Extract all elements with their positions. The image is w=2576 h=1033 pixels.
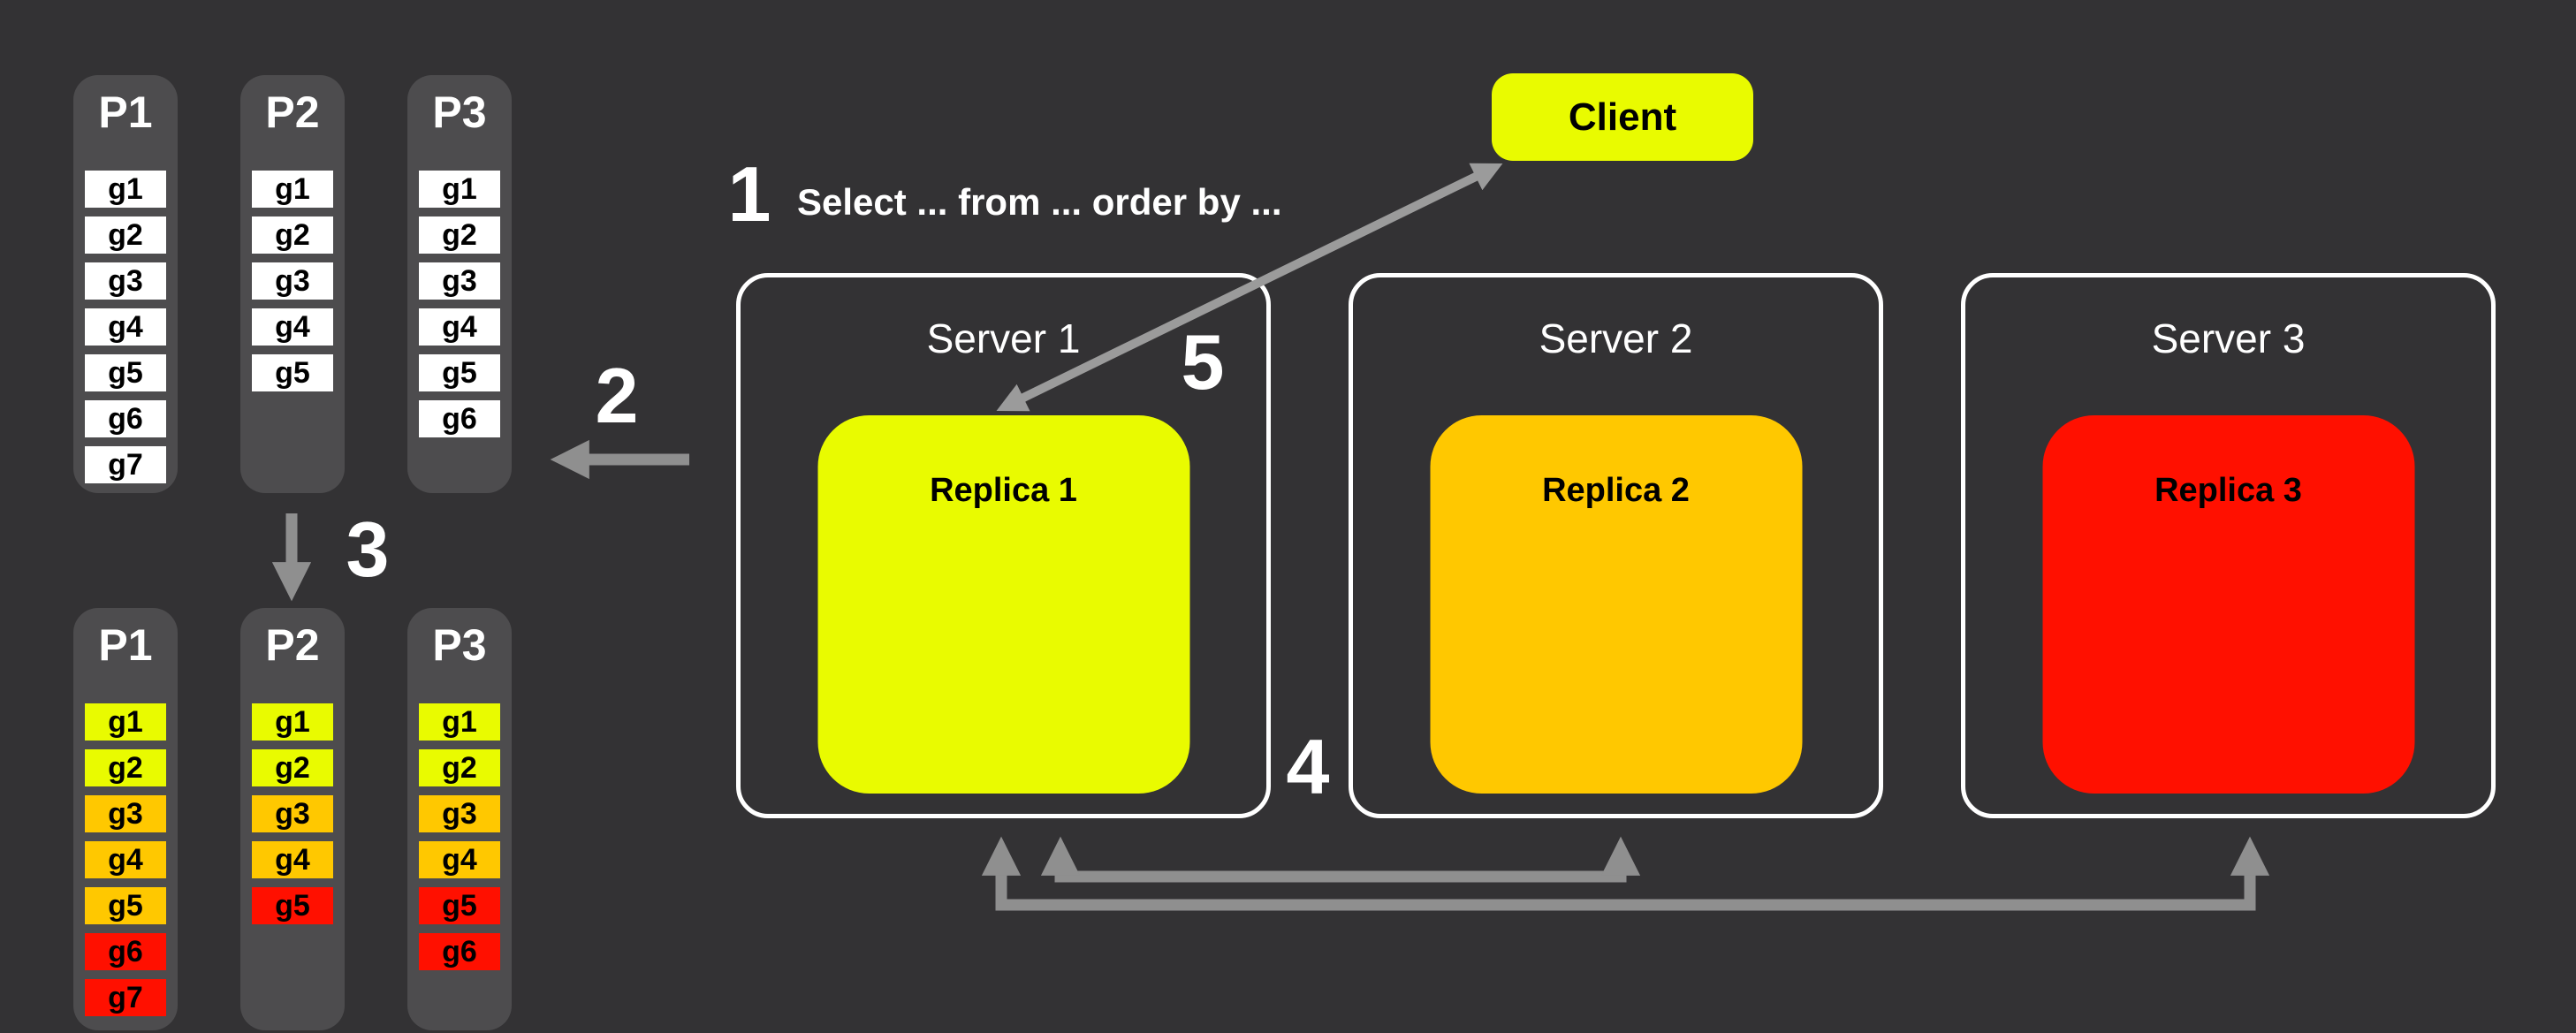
partition-cell: g1: [419, 703, 500, 741]
partition-cells: g1 g2 g3 g4 g5 g6: [419, 171, 500, 437]
partition-cell: g6: [85, 933, 166, 970]
replica-box: Replica 1: [817, 415, 1189, 794]
step-2-label: 2: [595, 352, 639, 439]
partition-label: P1: [98, 620, 153, 670]
partition-cell: g2: [85, 749, 166, 786]
partition-cell: g3: [419, 795, 500, 832]
replica-label: Replica 1: [930, 472, 1077, 509]
step-3-label: 3: [346, 505, 390, 593]
partition-cell: g5: [85, 354, 166, 391]
partition-cell: g4: [419, 308, 500, 346]
partition-cells: g1 g2 g3 g4 g5 g6 g7: [85, 703, 166, 1016]
partition-label: P2: [265, 620, 320, 670]
partition-cell: g3: [252, 795, 333, 832]
server-box: Server 2 Replica 2: [1349, 273, 1883, 818]
partition-cell: g4: [252, 841, 333, 878]
replica-label: Replica 2: [1542, 472, 1690, 509]
partition-cell: g5: [419, 354, 500, 391]
partition-label: P2: [265, 87, 320, 137]
partition-cell: g6: [85, 400, 166, 437]
partition-cell: g4: [85, 841, 166, 878]
step-5-label: 5: [1181, 318, 1225, 406]
partition-cell: g7: [85, 446, 166, 483]
partition-cell: g1: [85, 703, 166, 741]
partition-cell: g6: [419, 933, 500, 970]
partition-cells: g1 g2 g3 g4 g5: [252, 703, 333, 924]
replica-label: Replica 3: [2154, 472, 2302, 509]
partition-column: P2 g1 g2 g3 g4 g5: [240, 75, 345, 493]
partition-cell: g5: [252, 887, 333, 924]
partition-cells: g1 g2 g3 g4 g5 g6 g7: [85, 171, 166, 483]
partition-cell: g3: [85, 262, 166, 300]
partition-cell: g4: [419, 841, 500, 878]
partition-cell: g1: [419, 171, 500, 208]
replication-arrow-s1-s3: [981, 836, 2270, 911]
partition-cell: g2: [419, 216, 500, 254]
client-box: Client: [1492, 73, 1753, 161]
client-label: Client: [1568, 95, 1677, 139]
replication-arrow-s1-s2: [1040, 836, 1641, 883]
partition-column: P2 g1 g2 g3 g4 g5: [240, 608, 345, 1030]
partition-label: P3: [432, 620, 487, 670]
partition-cell: g5: [419, 887, 500, 924]
step-4-label: 4: [1286, 723, 1330, 810]
partition-label: P1: [98, 87, 153, 137]
partition-label: P3: [432, 87, 487, 137]
partition-column: P1 g1 g2 g3 g4 g5 g6 g7: [73, 608, 178, 1030]
partition-cell: g1: [252, 703, 333, 741]
partition-cell: g1: [252, 171, 333, 208]
partition-cells: g1 g2 g3 g4 g5: [252, 171, 333, 391]
partition-cell: g3: [252, 262, 333, 300]
server-box: Server 3 Replica 3: [1961, 273, 2496, 818]
partition-cell: g5: [85, 887, 166, 924]
partition-cell: g1: [85, 171, 166, 208]
server-label: Server 3: [2151, 315, 2306, 361]
partition-cell: g4: [85, 308, 166, 346]
partition-cells: g1 g2 g3 g4 g5 g6: [419, 703, 500, 970]
partition-cell: g6: [419, 400, 500, 437]
query-text: Select ... from ... order by ...: [797, 181, 1282, 223]
servers-row: Server 1 Replica 1 Server 2 Replica 2 Se…: [736, 273, 2496, 818]
partition-cell: g3: [85, 795, 166, 832]
partition-cell: g7: [85, 979, 166, 1016]
replica-box: Replica 3: [2042, 415, 2414, 794]
partition-column: P3 g1 g2 g3 g4 g5 g6: [407, 75, 512, 493]
server-box: Server 1 Replica 1: [736, 273, 1271, 818]
partition-cell: g2: [85, 216, 166, 254]
partition-cell: g2: [252, 216, 333, 254]
partition-column: P3 g1 g2 g3 g4 g5 g6: [407, 608, 512, 1030]
step-1-label: 1: [727, 150, 771, 238]
partition-cell: g5: [252, 354, 333, 391]
partition-cell: g4: [252, 308, 333, 346]
server-label: Server 2: [1539, 315, 1693, 361]
partition-cell: g3: [419, 262, 500, 300]
partition-cell: g2: [252, 749, 333, 786]
replica-box: Replica 2: [1430, 415, 1802, 794]
partition-column: P1 g1 g2 g3 g4 g5 g6 g7: [73, 75, 178, 493]
partition-cell: g2: [419, 749, 500, 786]
